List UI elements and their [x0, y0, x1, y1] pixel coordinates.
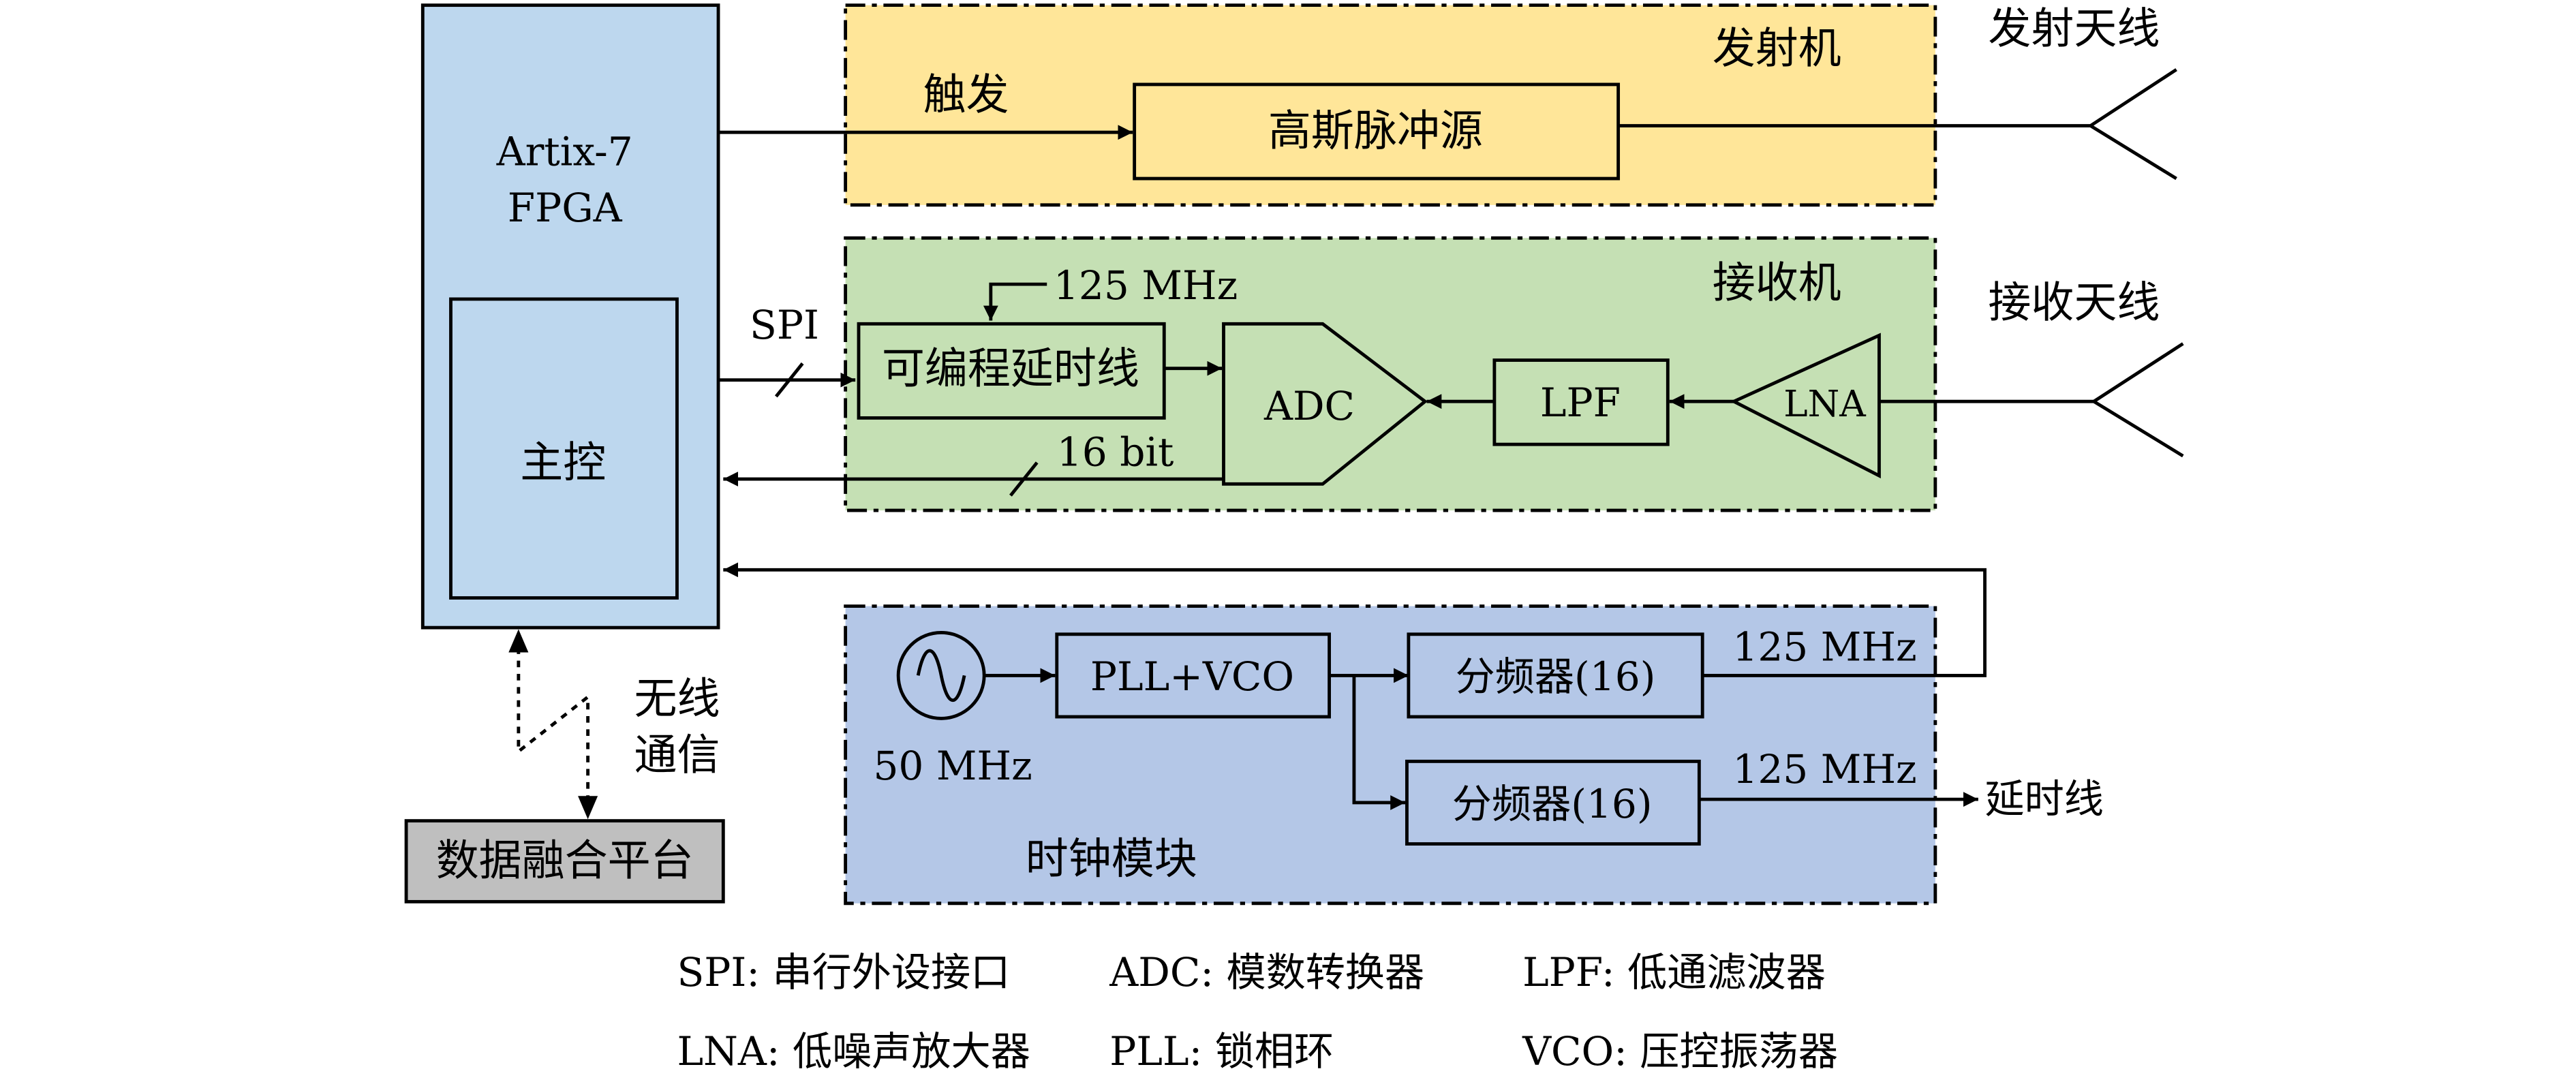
trigger-label: 触发: [923, 69, 1009, 119]
legend-item: VCO: 压控振荡器: [1522, 1028, 1838, 1075]
legend-item: PLL: 锁相环: [1109, 1028, 1334, 1075]
tx-antenna-icon: [2087, 68, 2177, 181]
divider-top-block: [1407, 632, 1704, 719]
clock-in-label: 125 MHz: [1054, 262, 1238, 309]
adc-block: [1222, 322, 1428, 486]
pll-to-divider-bottom-arrow: [1352, 675, 1406, 810]
delay-line-target-label: 延时线: [1985, 776, 2104, 822]
divider-top-label: 分频器(16): [1456, 653, 1656, 700]
legend-item: SPI: 串行外设接口: [677, 949, 1010, 995]
rx-antenna-icon: [2090, 342, 2184, 458]
pll-vco-label: PLL+VCO: [1090, 653, 1294, 700]
data-bus-label: 16 bit: [1057, 429, 1174, 476]
data-bus-slash: [1009, 461, 1039, 497]
wireless-down-arrowhead: [578, 796, 598, 820]
spi-label: SPI: [750, 302, 819, 348]
clock-out-top-label: 125 MHz: [1732, 624, 1916, 670]
pulse-source-label: 高斯脉冲源: [1268, 106, 1483, 156]
clock-out-bottom-label: 125 MHz: [1732, 746, 1916, 792]
clock-in-arrow: [983, 282, 1047, 321]
tx-antenna-label: 发射天线: [1988, 3, 2160, 53]
legend-item: LPF: 低通滤波器: [1522, 949, 1826, 995]
receiver-region-label: 接收机: [1713, 258, 1841, 308]
lna-label: LNA: [1783, 383, 1867, 425]
adc-label: ADC: [1263, 383, 1355, 429]
wireless-label-line1: 无线: [634, 674, 720, 724]
lpf-block: [1492, 358, 1670, 446]
delay-line-label: 可编程延时线: [882, 344, 1139, 394]
lna-block: [1730, 333, 1881, 479]
controller-label: 主控: [520, 438, 606, 488]
oscillator-label: 50 MHz: [873, 743, 1032, 789]
sine-wave-icon: [916, 649, 966, 702]
divider-bottom-label: 分频器(16): [1452, 781, 1653, 827]
legend-item: LNA: 低噪声放大器: [677, 1028, 1030, 1075]
wireless-link-icon: [517, 634, 590, 816]
clock-module-region: [844, 604, 1937, 906]
data-fusion-platform-label: 数据融合平台: [436, 836, 694, 886]
wireless-label-line2: 通信: [634, 730, 720, 780]
divider-bottom-block: [1405, 759, 1701, 846]
controller-block: [449, 297, 679, 600]
lpf-label: LPF: [1540, 380, 1621, 426]
legend-item: ADC: 模数转换器: [1109, 949, 1424, 995]
clock-module-label: 时钟模块: [1026, 834, 1197, 884]
delay-line-block: [857, 322, 1166, 420]
spi-bus-slash: [774, 362, 804, 398]
pulse-source-block: [1133, 82, 1621, 181]
fpga-title-line1: Artix-7: [496, 129, 633, 175]
data-fusion-platform-block: [404, 819, 725, 903]
transmitter-region-label: 发射机: [1713, 23, 1841, 73]
rx-antenna-label: 接收天线: [1988, 278, 2160, 328]
fpga-title-line2: FPGA: [508, 185, 623, 231]
abbreviation-legend: SPI: 串行外设接口 ADC: 模数转换器 LPF: 低通滤波器 LNA: 低…: [677, 949, 1838, 1075]
wireless-up-arrowhead: [508, 629, 529, 653]
clock-feedback-arrow: [723, 562, 1987, 677]
